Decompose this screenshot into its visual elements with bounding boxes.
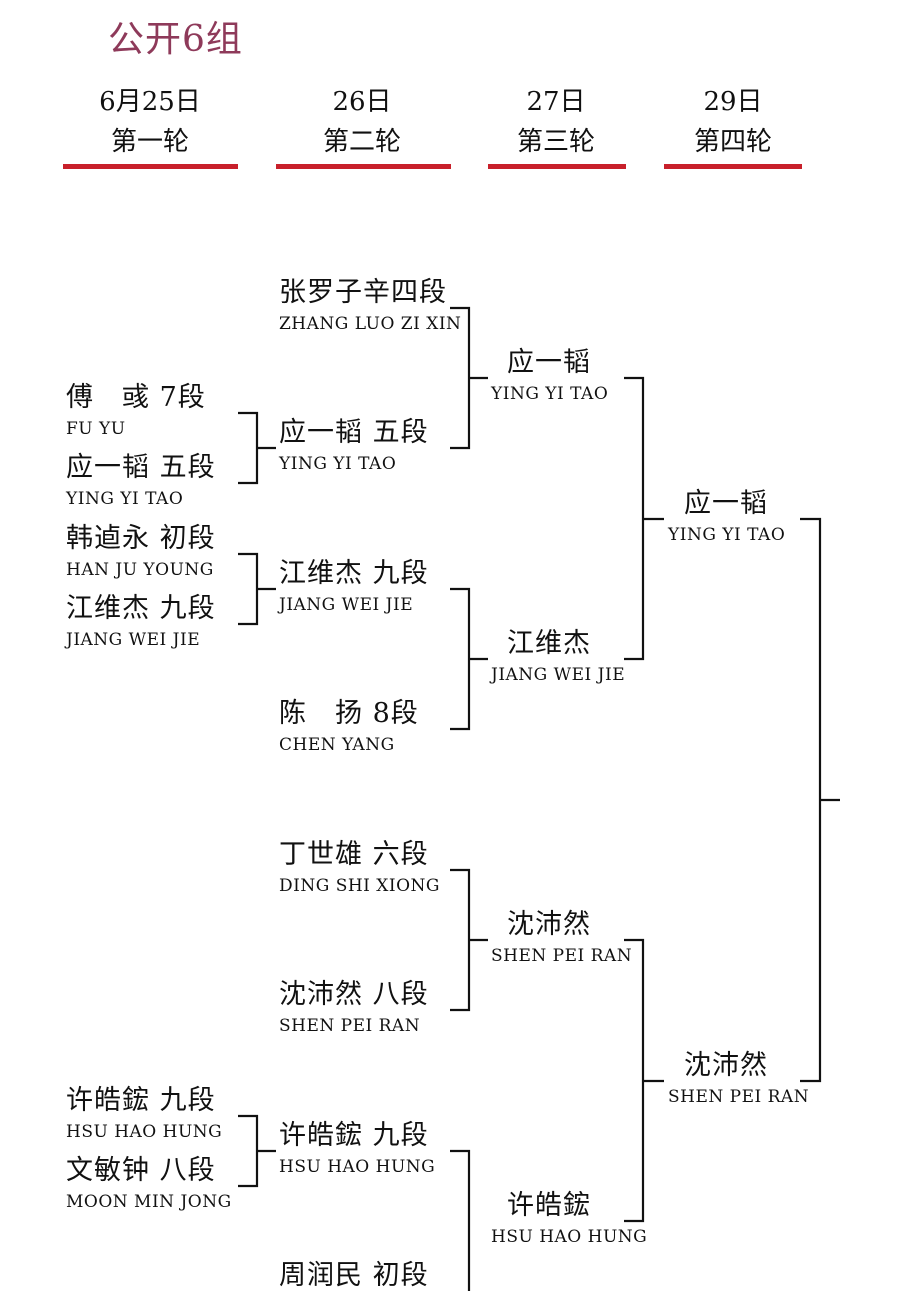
round-header-3: 27日 第三轮	[466, 82, 646, 162]
player-name-en: HAN JU YOUNG	[66, 560, 214, 580]
round-underline-3	[488, 164, 626, 169]
player-name-en: YING YI TAO	[668, 525, 786, 545]
player-entry: 沈沛然 SHEN PEI RAN	[668, 1049, 809, 1109]
page-title: 公开6组	[108, 19, 243, 60]
round-date: 26日	[332, 87, 392, 117]
player-name-cn: 江维杰	[507, 628, 591, 659]
round-date: 6月25日	[99, 87, 201, 117]
round-date: 29日	[703, 87, 763, 117]
round-date: 27日	[526, 87, 586, 117]
player-name-en: CHEN YANG	[279, 735, 395, 755]
player-name-cn: 文敏钟 八段	[66, 1155, 216, 1186]
bracket-connector	[238, 411, 276, 485]
round-underline-2	[276, 164, 451, 169]
player-entry: 陈 扬 8段 CHEN YANG	[279, 697, 419, 757]
bracket-connector	[238, 1114, 276, 1188]
player-entry: 许皓鋐 HSU HAO HUNG	[491, 1189, 647, 1249]
player-entry: 应一韬 YING YI TAO	[668, 487, 785, 547]
player-entry: 丁世雄 六段 DING SHI XIONG	[279, 838, 440, 898]
player-entry: 沈沛然 SHEN PEI RAN	[491, 908, 632, 968]
player-name-cn: 沈沛然	[507, 909, 591, 940]
player-name-en: YING YI TAO	[279, 454, 397, 474]
player-entry: 江维杰 JIANG WEI JIE	[491, 627, 625, 687]
bracket-connector	[624, 376, 664, 661]
player-name-cn: 许皓鋐 九段	[279, 1120, 429, 1151]
player-entry: 周润民 初段	[279, 1259, 429, 1295]
player-name-en: YING YI TAO	[491, 384, 609, 404]
round-header-1: 6月25日 第一轮	[60, 82, 240, 162]
player-name-cn: 江维杰 九段	[66, 593, 216, 624]
player-name-en: JIANG WEI JIE	[66, 630, 201, 650]
player-name-en: JIANG WEI JIE	[279, 595, 414, 615]
player-name-cn: 应一韬 五段	[66, 452, 216, 483]
player-name-cn: 陈 扬 8段	[279, 698, 419, 729]
player-name-en: SHEN PEI RAN	[491, 946, 633, 966]
player-name-cn: 沈沛然 八段	[279, 979, 429, 1010]
round-underline-4	[664, 164, 802, 169]
player-name-cn: 韩逌永 初段	[66, 523, 216, 554]
player-name-cn: 江维杰 九段	[279, 558, 429, 589]
player-entry: 许皓鋐 九段 HSU HAO HUNG	[66, 1084, 222, 1144]
player-entry: 傅 彧 7段 FU YU	[66, 381, 206, 441]
player-name-en: HSU HAO HUNG	[279, 1157, 436, 1177]
player-entry: 沈沛然 八段 SHEN PEI RAN	[279, 978, 429, 1038]
player-name-cn: 应一韬	[684, 488, 768, 519]
player-name-cn: 周润民 初段	[279, 1260, 429, 1291]
player-name-en: HSU HAO HUNG	[491, 1227, 648, 1247]
player-name-cn: 张罗子辛四段	[279, 277, 447, 308]
player-entry: 应一韬 五段 YING YI TAO	[279, 416, 429, 476]
bracket-connector	[450, 868, 488, 1012]
round-header-4: 29日 第四轮	[643, 82, 823, 162]
player-entry: 文敏钟 八段 MOON MIN JONG	[66, 1154, 232, 1214]
round-name: 第一轮	[110, 127, 189, 157]
player-name-en: JIANG WEI JIE	[491, 665, 626, 685]
player-name-en: MOON MIN JONG	[66, 1192, 232, 1212]
player-name-en: HSU HAO HUNG	[66, 1122, 223, 1142]
round-name: 第二轮	[322, 127, 401, 157]
player-entry: 应一韬 五段 YING YI TAO	[66, 451, 216, 511]
player-name-en: ZHANG LUO ZI XIN	[279, 314, 462, 334]
bracket-connector	[624, 938, 664, 1223]
round-underline-1	[63, 164, 238, 169]
round-name: 第三轮	[516, 127, 595, 157]
bracket-connector	[450, 587, 488, 731]
player-name-en: DING SHI XIONG	[279, 876, 441, 896]
player-entry: 张罗子辛四段 ZHANG LUO ZI XIN	[279, 276, 461, 336]
round-header-2: 26日 第二轮	[272, 82, 452, 162]
player-name-cn: 沈沛然	[684, 1050, 768, 1081]
player-entry: 应一韬 YING YI TAO	[491, 346, 608, 406]
player-name-cn: 应一韬 五段	[279, 417, 429, 448]
player-name-cn: 应一韬	[507, 347, 591, 378]
player-name-en: SHEN PEI RAN	[668, 1087, 810, 1107]
bracket-connector	[800, 517, 840, 1083]
player-name-en: FU YU	[66, 419, 126, 439]
player-name-cn: 许皓鋐	[507, 1190, 591, 1221]
player-entry: 江维杰 九段 JIANG WEI JIE	[279, 557, 429, 617]
round-name: 第四轮	[693, 127, 772, 157]
player-name-cn: 傅 彧 7段	[66, 382, 206, 413]
player-name-en: YING YI TAO	[66, 489, 184, 509]
player-name-en: SHEN PEI RAN	[279, 1016, 421, 1036]
bracket-connector	[238, 552, 276, 626]
player-name-cn: 丁世雄 六段	[279, 839, 429, 870]
player-name-cn: 许皓鋐 九段	[66, 1085, 216, 1116]
player-entry: 江维杰 九段 JIANG WEI JIE	[66, 592, 216, 652]
bracket-connector	[450, 1149, 471, 1291]
player-entry: 韩逌永 初段 HAN JU YOUNG	[66, 522, 216, 582]
player-entry: 许皓鋐 九段 HSU HAO HUNG	[279, 1119, 435, 1179]
